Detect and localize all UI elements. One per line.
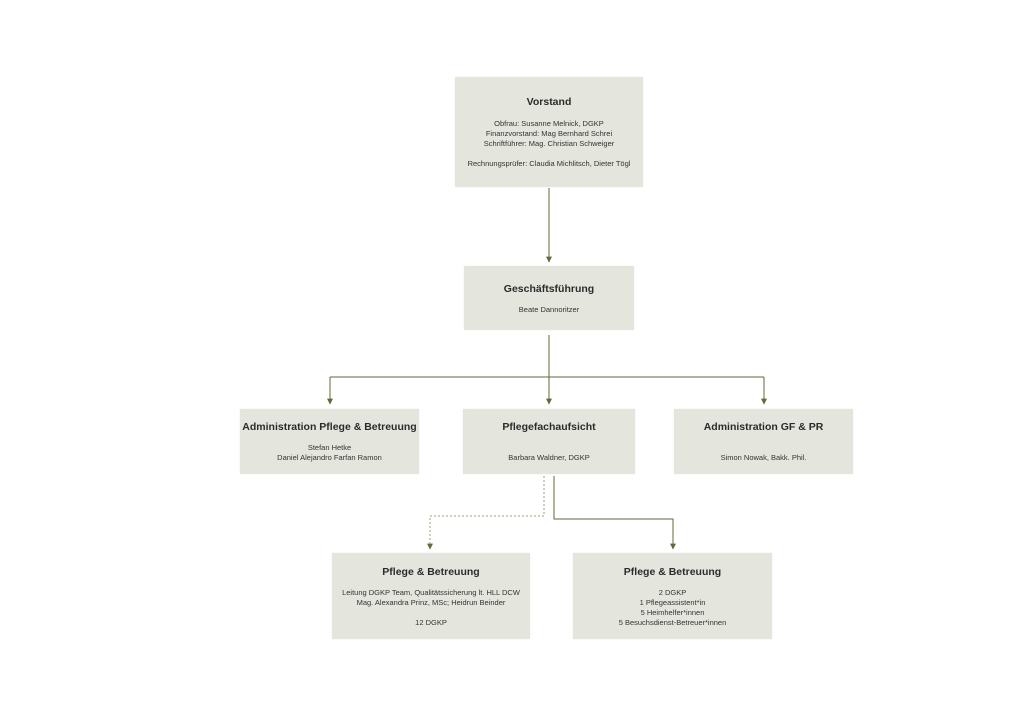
pflege-betreuung-1-line-count: 12 DGKP bbox=[415, 618, 447, 627]
connector-dotted-to-pflege-1 bbox=[427, 476, 545, 550]
pflege-betreuung-1-line-leitung: Leitung DGKP Team, Qualitätssicherung lt… bbox=[342, 588, 520, 597]
pflege-betreuung-2-line-dgkp: 2 DGKP bbox=[658, 588, 687, 597]
vorstand-line-obfrau: Obfrau: Susanne Melnick, DGKP bbox=[494, 119, 604, 128]
geschaeftsfuehrung-line-name: Beate Dannoritzer bbox=[518, 305, 580, 314]
box-admin-pflege: Administration Pflege & Betreuung Stefan… bbox=[240, 409, 419, 474]
admin-gf-pr-title: Administration GF & PR bbox=[703, 421, 824, 433]
box-geschaeftsfuehrung: Geschäftsführung Beate Dannoritzer bbox=[464, 266, 634, 330]
box-vorstand: Vorstand Obfrau: Susanne Melnick, DGKP F… bbox=[455, 77, 643, 187]
pflege-betreuung-2-line-pflegeassistent: 1 Pflegeassistent*in bbox=[639, 598, 706, 607]
pflege-betreuung-2-line-heimhelfer: 5 Heimhelfer*innen bbox=[640, 608, 705, 617]
admin-gf-pr-line-name: Simon Nowak, Bakk. Phil. bbox=[720, 453, 807, 462]
pflegefachaufsicht-line-name: Barbara Waldner, DGKP bbox=[508, 453, 590, 462]
vorstand-title: Vorstand bbox=[526, 96, 572, 108]
pflegefachaufsicht-title: Pflegefachaufsicht bbox=[502, 421, 596, 433]
pflege-betreuung-2-line-besuchsdienst: 5 Besuchsdienst-Betreuer*innen bbox=[618, 618, 727, 627]
pflege-betreuung-2-title: Pflege & Betreuung bbox=[623, 566, 722, 578]
box-pflege-betreuung-1: Pflege & Betreuung Leitung DGKP Team, Qu… bbox=[332, 553, 530, 639]
geschaeftsfuehrung-title: Geschäftsführung bbox=[503, 283, 595, 295]
vorstand-line-rechnungspruefer: Rechnungsprüfer: Claudia Michlitsch, Die… bbox=[467, 159, 631, 168]
box-pflege-betreuung-2: Pflege & Betreuung 2 DGKP 1 Pflegeassist… bbox=[573, 553, 772, 639]
connector-to-pflege-2 bbox=[553, 476, 676, 550]
admin-pflege-title: Administration Pflege & Betreuung bbox=[242, 421, 417, 433]
admin-pflege-line-1: Stefan Hetke bbox=[307, 443, 352, 452]
pflege-betreuung-1-title: Pflege & Betreuung bbox=[382, 566, 480, 578]
admin-pflege-line-2: Daniel Alejandro Farfan Ramon bbox=[277, 453, 382, 462]
pflege-betreuung-1-line-names: Mag. Alexandra Prinz, MSc; Heidrun Beind… bbox=[356, 598, 506, 607]
vorstand-line-schriftfuehrer: Schriftführer: Mag. Christian Schweiger bbox=[483, 139, 615, 148]
box-pflegefachaufsicht: Pflegefachaufsicht Barbara Waldner, DGKP bbox=[463, 409, 635, 474]
box-admin-gf-pr: Administration GF & PR Simon Nowak, Bakk… bbox=[674, 409, 853, 474]
vorstand-line-finanzvorstand: Finanzvorstand: Mag Bernhard Schrei bbox=[485, 129, 613, 138]
